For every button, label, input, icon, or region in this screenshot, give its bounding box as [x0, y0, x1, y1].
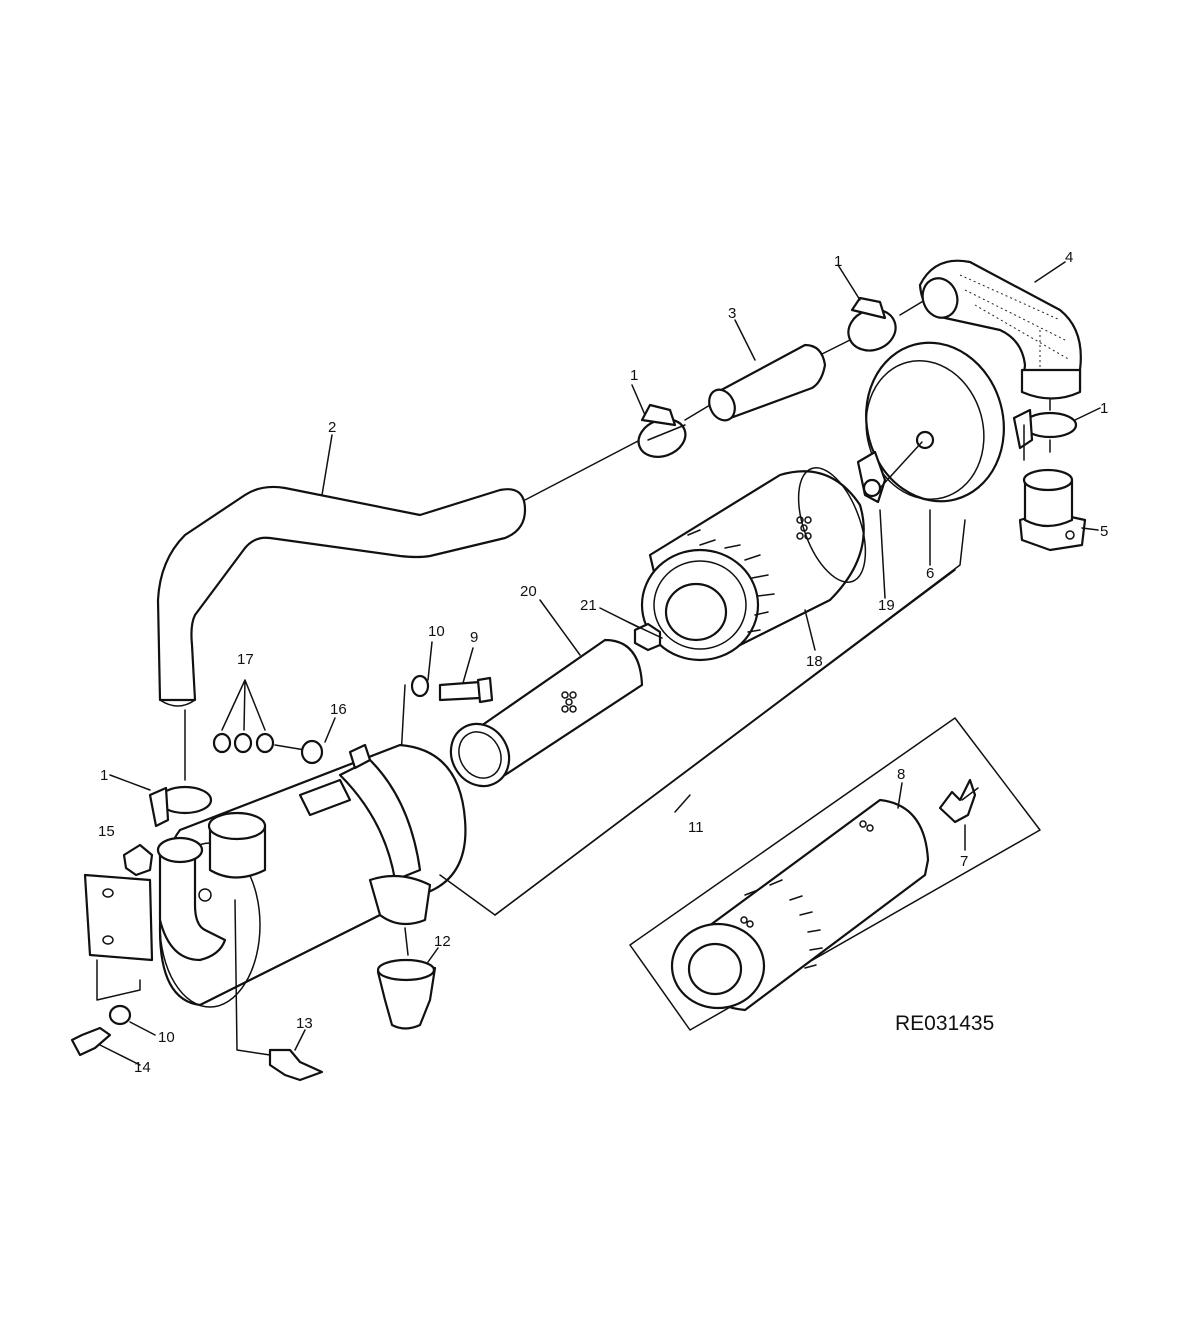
callout-1-clamp-b: 1	[834, 253, 842, 270]
part-1-clamp-lower-left	[148, 785, 213, 828]
callout-leaders	[99, 261, 1101, 1066]
part-13-indicator	[268, 1048, 324, 1082]
part-1-clamp-upper-left	[637, 403, 687, 458]
callout-6: 6	[926, 565, 934, 582]
part-21-nut	[627, 621, 663, 652]
part-7-wing-nut	[938, 778, 979, 824]
part-1-clamp-upper-mid	[847, 296, 897, 352]
callout-12: 12	[434, 933, 451, 950]
callout-4: 4	[1065, 249, 1073, 266]
inset-panel	[629, 717, 1041, 1031]
part-10-washer-lower	[108, 1004, 132, 1026]
callout-16: 16	[330, 701, 347, 718]
callout-13: 13	[296, 1015, 313, 1032]
callout-9: 9	[470, 629, 478, 646]
callout-7: 7	[960, 853, 968, 870]
part-4-elbow-hose	[918, 259, 1082, 400]
assembly-center-line	[524, 299, 926, 501]
part-12-valve	[368, 874, 437, 1030]
part-15-plug	[122, 843, 154, 877]
part-11-bracket	[494, 569, 956, 916]
part-6-cover	[865, 341, 1005, 503]
part-2-hose	[156, 485, 527, 781]
callout-14: 14	[134, 1059, 151, 1076]
callout-5: 5	[1100, 523, 1108, 540]
part-10-washer-upper	[399, 674, 430, 776]
callout-11: 11	[688, 819, 704, 836]
callout-18: 18	[806, 653, 823, 670]
callout-21: 21	[580, 597, 597, 614]
part-20-secondary-element	[449, 638, 644, 788]
callout-2: 2	[328, 419, 336, 436]
callout-10-upper: 10	[428, 623, 445, 640]
callout-8: 8	[897, 766, 905, 783]
callout-3: 3	[728, 305, 736, 322]
main-housing	[83, 519, 966, 1056]
callout-20: 20	[520, 583, 537, 600]
diagram-reference-code: RE031435	[895, 1012, 994, 1035]
part-5-flange-fitting	[1018, 468, 1087, 552]
part-18-primary-filter	[640, 467, 867, 662]
callout-19: 19	[878, 597, 895, 614]
callout-10-lower: 10	[158, 1029, 175, 1046]
part-19-wing-nut	[856, 441, 923, 504]
part-8-safety-element	[670, 798, 930, 1012]
callout-15: 15	[98, 823, 115, 840]
callout-1-clamp-c: 1	[1100, 400, 1108, 417]
part-3-tube	[708, 343, 827, 422]
part-17-washers	[212, 679, 306, 754]
part-9-bolt	[438, 676, 494, 704]
callout-1-clamp-d: 1	[100, 767, 108, 784]
part-1-clamp-right	[1012, 399, 1078, 461]
part-14-bolt	[70, 1026, 112, 1057]
callout-1-clamp-a: 1	[630, 367, 638, 384]
part-16-washer	[300, 739, 324, 765]
callout-17: 17	[237, 651, 254, 668]
